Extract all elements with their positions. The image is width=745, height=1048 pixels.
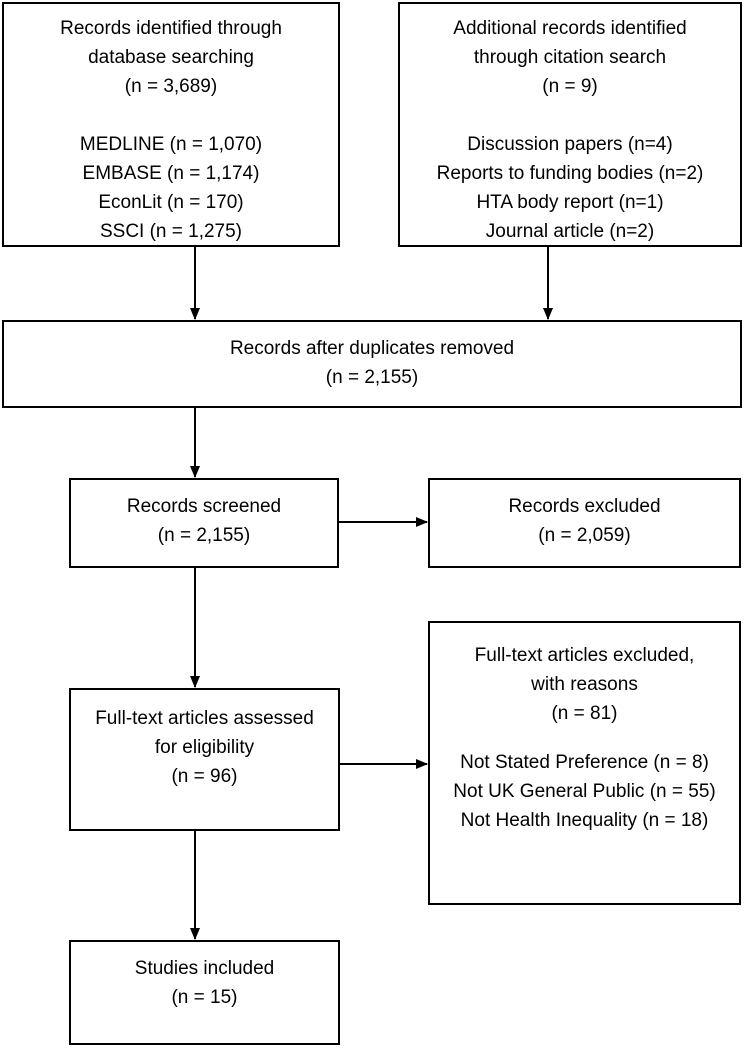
source-count: EMBASE (n = 1,174) bbox=[82, 163, 260, 184]
box-text-line: Additional records identified bbox=[453, 18, 687, 39]
box-text-line: database searching bbox=[88, 47, 254, 68]
exclusion-reason: Not Stated Preference (n = 8) bbox=[460, 752, 709, 773]
box-text-line: with reasons bbox=[531, 674, 638, 695]
source-count: Journal article (n=2) bbox=[485, 221, 655, 242]
source-count: MEDLINE (n = 1,070) bbox=[79, 134, 263, 155]
source-count: SSCI (n = 1,275) bbox=[99, 221, 243, 242]
box-text-line: for eligibility bbox=[154, 737, 255, 758]
record-count: (n = 2,155) bbox=[157, 525, 251, 546]
box-text-line: through citation search bbox=[473, 47, 667, 68]
fulltext-assessed-box: Full-text articles assessed for eligibil… bbox=[69, 688, 340, 831]
fulltext-excluded-box: Full-text articles excluded, with reason… bbox=[428, 621, 741, 905]
source-count: HTA body report (n=1) bbox=[476, 192, 664, 213]
box-text-line: Records excluded bbox=[508, 496, 661, 517]
duplicates-removed-box: Records after duplicates removed (n = 2,… bbox=[2, 320, 742, 408]
exclusion-reason: Not UK General Public (n = 55) bbox=[453, 781, 716, 802]
box-text-line: Full-text articles assessed bbox=[95, 708, 314, 729]
studies-included-box: Studies included (n = 15) bbox=[69, 940, 340, 1045]
citation-search-box: Additional records identified through ci… bbox=[398, 2, 742, 247]
box-text-line: Records after duplicates removed bbox=[229, 338, 515, 359]
record-count: (n = 2,059) bbox=[538, 525, 631, 546]
source-count: Reports to funding bodies (n=2) bbox=[436, 163, 704, 184]
records-screened-box: Records screened (n = 2,155) bbox=[69, 478, 339, 568]
database-search-box: Records identified through database sear… bbox=[2, 2, 340, 247]
box-text-line: Studies included bbox=[134, 958, 275, 979]
record-count: (n = 3,689) bbox=[124, 76, 218, 97]
box-text-line: Records identified through bbox=[60, 18, 282, 39]
records-excluded-box: Records excluded (n = 2,059) bbox=[428, 478, 741, 568]
exclusion-reason: Not Health Inequality (n = 18) bbox=[460, 810, 709, 831]
record-count: (n = 15) bbox=[171, 987, 238, 1008]
record-count: (n = 96) bbox=[171, 766, 238, 787]
source-count: Discussion papers (n=4) bbox=[467, 134, 673, 155]
source-count: EconLit (n = 170) bbox=[98, 192, 244, 213]
box-text-line: Records screened bbox=[126, 496, 282, 517]
record-count: (n = 9) bbox=[542, 76, 598, 97]
record-count: (n = 2,155) bbox=[325, 367, 419, 388]
box-text-line: Full-text articles excluded, bbox=[474, 645, 695, 666]
record-count: (n = 81) bbox=[551, 703, 618, 724]
